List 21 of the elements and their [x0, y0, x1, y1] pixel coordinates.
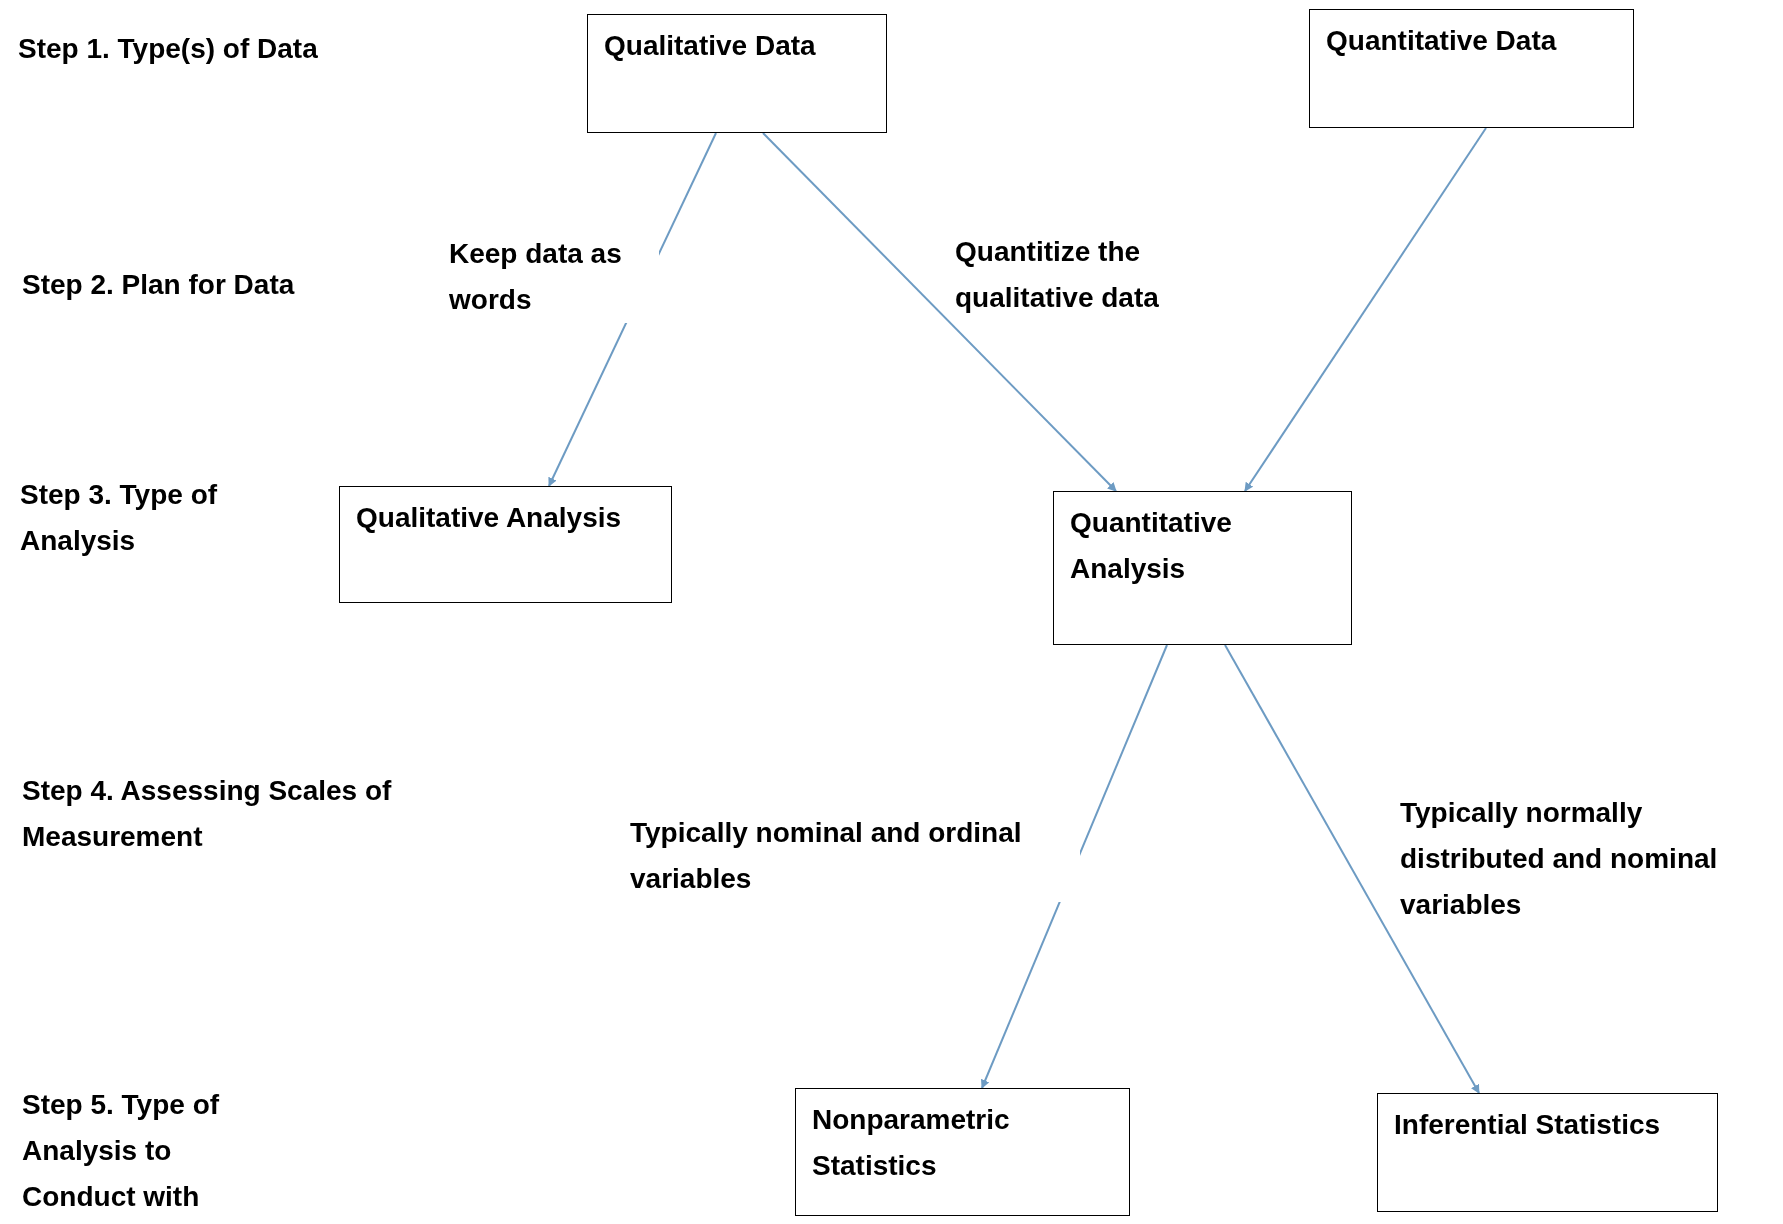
- box-label: Qualitative Data: [604, 29, 817, 63]
- box-label: Inferential Statistics: [1394, 1108, 1662, 1142]
- arrow: [1244, 127, 1487, 492]
- arrow: [980, 644, 1168, 1089]
- step-label: Step 4. Assessing Scales of Measurement: [22, 774, 393, 854]
- step-label: Step 2. Plan for Data: [22, 268, 296, 302]
- process-box: [587, 14, 887, 133]
- box-label: Nonparametric Statistics: [812, 1103, 1011, 1183]
- arrow: [1224, 644, 1480, 1094]
- process-box: [1377, 1093, 1718, 1212]
- step-label: Step 5. Type of Analysis to Conduct with: [22, 1088, 221, 1214]
- process-box: [795, 1088, 1130, 1216]
- step-label: Step 3. Type of Analysis: [20, 478, 219, 558]
- process-box: [339, 486, 672, 603]
- process-box: [1053, 491, 1352, 645]
- box-label: Qualitative Analysis: [356, 501, 623, 535]
- box-label: Quantitative Data: [1326, 24, 1558, 58]
- box-label: Quantitative Analysis: [1070, 506, 1233, 586]
- step-label: Step 1. Type(s) of Data: [18, 32, 319, 66]
- arrow: [762, 132, 1117, 492]
- process-box: [1309, 9, 1634, 128]
